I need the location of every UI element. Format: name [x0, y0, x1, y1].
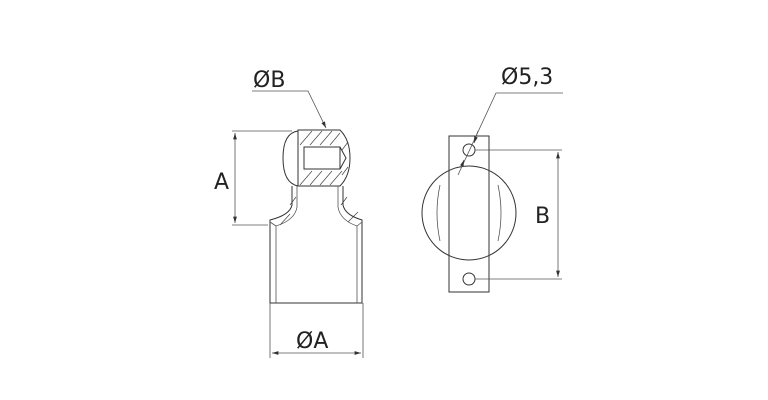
bolt-bore: [303, 146, 341, 170]
cap-dome: [282, 130, 299, 187]
side-view: A ØA ØB: [214, 68, 364, 358]
label-b: B: [535, 204, 550, 229]
label-a: A: [214, 170, 229, 195]
leader-diameter-b: [252, 90, 327, 129]
cap-head: [297, 129, 351, 187]
leader-hole-diameter: [457, 92, 563, 176]
label-diameter-a: ØA: [296, 329, 328, 354]
fitting-body: [269, 186, 363, 304]
label-hole-diameter: Ø5,3: [501, 65, 553, 90]
cap-circle: [421, 165, 517, 261]
hole-top: [462, 143, 476, 157]
label-diameter-b: ØB: [253, 68, 285, 93]
hole-bottom: [462, 272, 476, 286]
front-view: B Ø5,3: [421, 65, 563, 293]
mounting-plate: [448, 135, 490, 293]
